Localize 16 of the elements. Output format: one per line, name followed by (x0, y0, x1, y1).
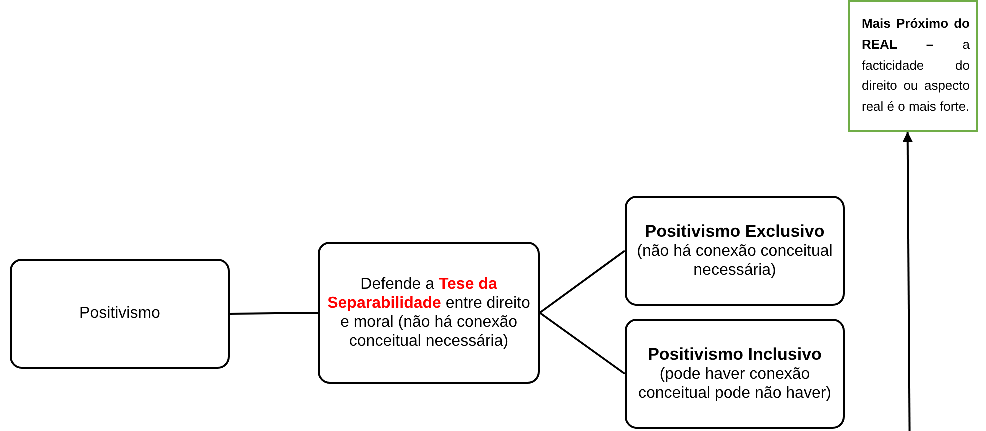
arrow (902, 132, 913, 431)
node-text: Mais Próximo do REAL – a facticidade do direito ou aspecto real é o mais forte. (862, 15, 970, 116)
process-box (318, 242, 540, 384)
connector-line (230, 312, 318, 315)
connector-line (539, 250, 626, 314)
node-text: Defende a Tese da Separabilidade entre direito e moral (não há conexão conceitual necessária) (326, 274, 532, 352)
node-text: (pode haver conexão conceitual pode não haver) (637, 365, 833, 404)
connector-line (539, 312, 626, 375)
node-text: Positivismo (80, 304, 160, 324)
note-box (848, 0, 978, 132)
node-text: (não há conexão conceitual necessária) (636, 242, 834, 280)
process-box (625, 196, 845, 306)
process-box (625, 319, 845, 429)
node-heading: Positivismo Inclusivo (648, 344, 822, 365)
process-box (10, 259, 230, 369)
node-heading: Positivismo Exclusivo (645, 222, 825, 242)
